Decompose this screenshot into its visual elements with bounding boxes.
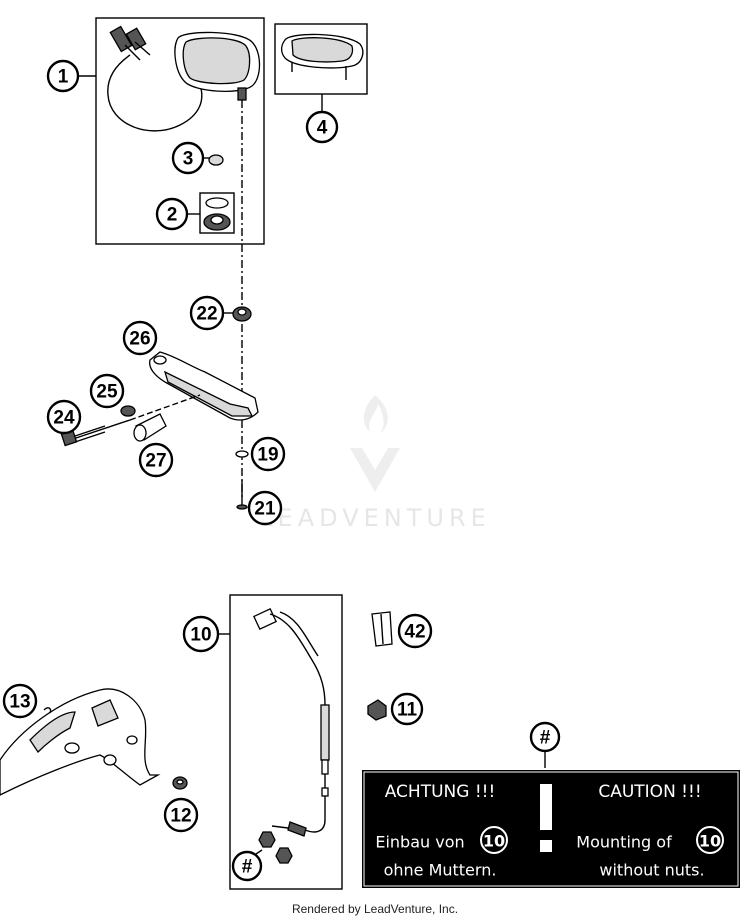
svg-text:21: 21: [254, 499, 276, 520]
footer-credit: Rendered by LeadVenture, Inc.: [292, 902, 458, 916]
svg-text:1: 1: [58, 67, 69, 88]
part4-box: [274, 23, 368, 95]
callout-27[interactable]: 27: [138, 442, 174, 478]
callout-3[interactable]: 3: [171, 141, 205, 175]
sensor-sleeve: [320, 704, 330, 761]
sensor-connector: [253, 607, 277, 631]
part2-box: [199, 192, 235, 234]
callout-hash-label[interactable]: #: [529, 721, 561, 753]
svg-text:27: 27: [145, 451, 166, 472]
sensor-cable-box: [229, 594, 343, 890]
callout-hash-sensor[interactable]: #: [231, 850, 263, 882]
english-line2: without nuts.: [599, 861, 704, 880]
part3-washer: [208, 154, 224, 166]
display-part: [280, 33, 364, 80]
part2-ring: [205, 197, 229, 209]
svg-text:#: #: [540, 728, 551, 749]
callout-2[interactable]: 2: [155, 197, 189, 231]
callout-10[interactable]: 10: [182, 615, 220, 653]
german-title: ACHTUNG !!!: [385, 782, 496, 802]
speedometer-display: [182, 37, 251, 85]
flame-icon: [363, 395, 388, 434]
svg-text:#: #: [242, 857, 253, 878]
svg-text:12: 12: [170, 806, 191, 827]
callout-25[interactable]: 25: [89, 373, 125, 409]
callout-22[interactable]: 22: [189, 295, 225, 331]
speedometer-group-box: [95, 17, 265, 245]
svg-text:19: 19: [257, 445, 278, 466]
display-screen: [291, 37, 354, 63]
exclamation-icon: [540, 784, 552, 830]
speedometer-part: [107, 25, 261, 132]
connector-plug: [109, 25, 133, 53]
speedometer-cable: [107, 54, 203, 132]
svg-text:25: 25: [96, 382, 118, 403]
callout-19[interactable]: 19: [250, 436, 286, 472]
callout-42[interactable]: 42: [397, 613, 433, 649]
disc-guard-part: [0, 688, 161, 796]
german-ref-number: 10: [483, 832, 505, 851]
svg-text:11: 11: [397, 700, 418, 721]
svg-text:26: 26: [129, 329, 150, 350]
sensor-thread: [287, 821, 307, 837]
german-line1: Einbau von: [375, 833, 464, 852]
callout-11[interactable]: 11: [390, 692, 424, 726]
disc-guard-body: [0, 688, 161, 796]
svg-text:13: 13: [9, 692, 30, 713]
warning-label: ACHTUNG !!! CAUTION !!! Einbau von 10 oh…: [362, 770, 740, 888]
callout-26[interactable]: 26: [122, 320, 158, 356]
english-ref-number: 10: [699, 832, 721, 851]
callout-21[interactable]: 21: [247, 490, 283, 526]
callout-24[interactable]: 24: [46, 399, 82, 435]
svg-text:22: 22: [196, 304, 217, 325]
callout-1[interactable]: 1: [46, 59, 80, 93]
callout-12[interactable]: 12: [163, 797, 199, 833]
callout-4[interactable]: 4: [305, 110, 339, 144]
svg-text:10: 10: [190, 625, 211, 646]
svg-text:24: 24: [53, 408, 75, 429]
bracket-part: [149, 351, 259, 421]
german-line2: ohne Muttern.: [384, 861, 497, 880]
leadventure-watermark: LEADVENTURE: [259, 395, 491, 532]
bracket-body: [149, 351, 259, 421]
svg-text:4: 4: [317, 118, 328, 139]
sensor-nut-2: [275, 847, 293, 864]
svg-text:3: 3: [183, 149, 194, 170]
v-logo-icon: [350, 448, 400, 492]
sensor-cable-part: [253, 607, 330, 864]
sensor-nut-1: [258, 831, 276, 848]
svg-text:42: 42: [404, 622, 425, 643]
part11-clip: [367, 699, 387, 721]
callout-13[interactable]: 13: [2, 683, 38, 719]
part24-bolt: [74, 425, 106, 443]
part19-washer: [235, 450, 249, 458]
mounting-stud: [237, 87, 247, 101]
english-title: CAUTION !!!: [598, 782, 701, 802]
svg-text:2: 2: [167, 205, 178, 226]
english-line1: Mounting of: [576, 833, 672, 852]
watermark-text: LEADVENTURE: [259, 504, 491, 532]
part25-washer: [120, 405, 136, 417]
